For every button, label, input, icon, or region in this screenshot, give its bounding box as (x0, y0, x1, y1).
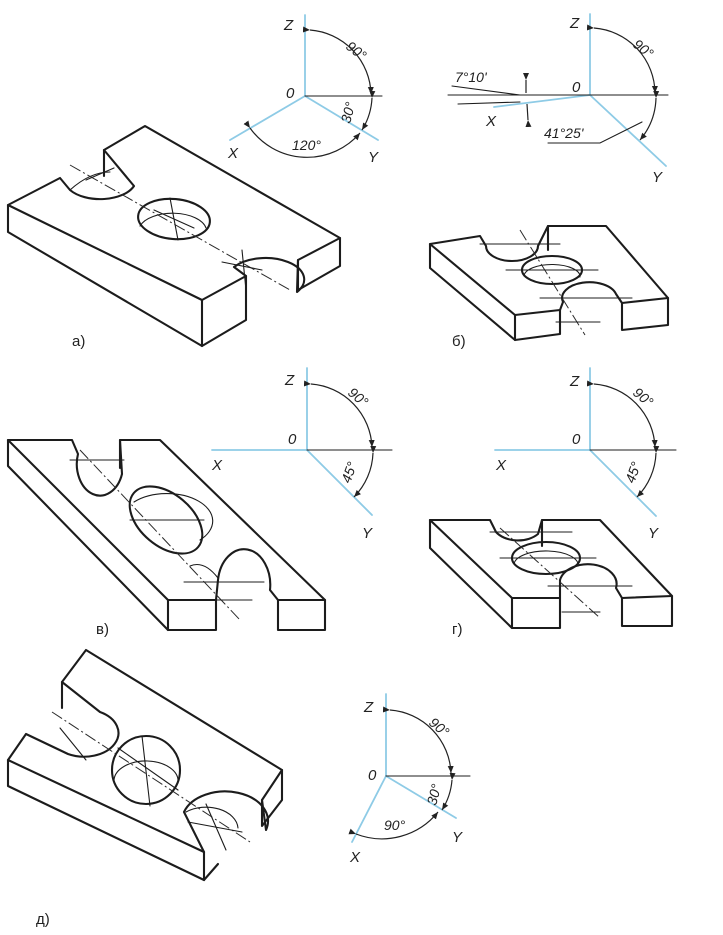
x-label-a: X (227, 145, 239, 162)
angle-label-e-1: 30° (423, 782, 444, 807)
y-axis-a (304, 95, 379, 141)
origin-label-b: 0 (572, 79, 581, 96)
x-axis-a (229, 95, 306, 141)
angle-label-c-1: 45° (338, 459, 360, 485)
origin-label-c: 0 (288, 431, 297, 448)
axes-d: Z 0 X Y 90° 45° (494, 367, 677, 542)
z-label-b: Z (569, 15, 580, 32)
angle-label-e-2: 90° (384, 817, 406, 833)
angle-label-a-2: 120° (292, 137, 321, 153)
y-label-a: Y (368, 149, 379, 166)
y-axis-b (589, 94, 667, 167)
y-label-c: Y (362, 525, 373, 542)
isometric-part-a: а) (6, 124, 342, 350)
z-label-a: Z (283, 17, 294, 34)
part-c: в) (6, 438, 327, 638)
angle-label-e-0: 90° (426, 714, 453, 740)
axes-e: Z 0 X Y 90° 30° 90° (348, 693, 471, 866)
x-label-b: X (485, 113, 497, 130)
part-e: д) (6, 648, 284, 928)
angle-label-a-1: 30° (337, 100, 358, 125)
x-label-e: X (349, 849, 361, 866)
angle-label-c-0: 90° (345, 384, 372, 410)
y-label-b: Y (652, 169, 663, 186)
angle-label-d-1: 45° (622, 459, 644, 485)
y-axis-c (306, 449, 373, 516)
angle-label-b-0: 90° (630, 36, 657, 62)
x-label-d: X (495, 457, 507, 474)
caption-d: г) (452, 621, 462, 638)
y-label-d: Y (648, 525, 659, 542)
origin-label-d: 0 (572, 431, 581, 448)
caption-e: д) (36, 911, 50, 928)
part-b: б) (428, 224, 670, 350)
angle-label-b-1: 7°10' (455, 69, 488, 85)
part-d: г) (428, 518, 674, 638)
angle-label-b-2: 41°25' (544, 125, 585, 141)
x-axis-e (351, 775, 387, 843)
y-label-e: Y (452, 829, 463, 846)
caption-b: б) (452, 333, 466, 350)
x-label-c: X (211, 457, 223, 474)
z-label-c: Z (284, 372, 295, 389)
caption-c: в) (96, 621, 109, 638)
caption-a: а) (72, 333, 85, 350)
angle-label-d-0: 90° (630, 384, 657, 410)
origin-label-e: 0 (368, 767, 377, 784)
y-axis-e (385, 775, 457, 819)
axes-b: Z 0 X Y 90° 7°10' 41°25' (447, 13, 669, 186)
angle-label-a-0: 90° (343, 38, 370, 64)
x-axis-b (493, 94, 591, 108)
y-axis-d (589, 449, 657, 517)
axes-a: Z 0 X Y 90° 30° 120° (227, 14, 383, 166)
origin-label-a: 0 (286, 85, 295, 102)
z-label-e: Z (363, 699, 374, 716)
z-label-d: Z (569, 373, 580, 390)
